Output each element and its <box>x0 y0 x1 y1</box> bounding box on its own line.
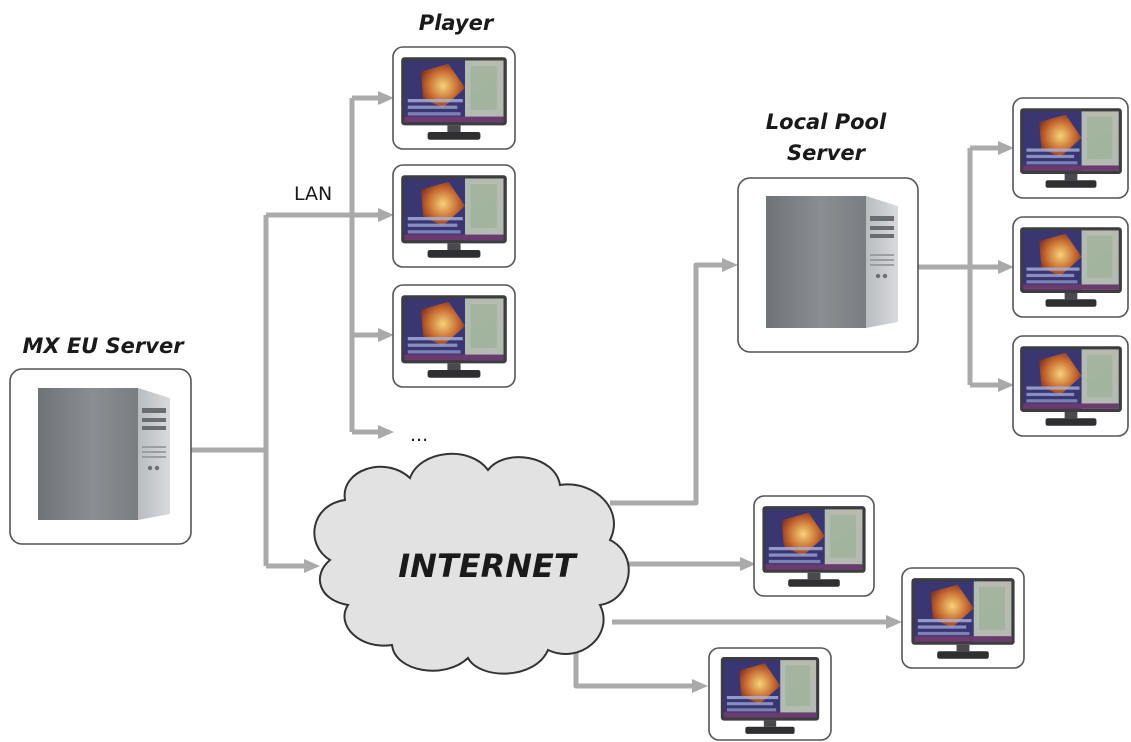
internet-cloud: INTERNET <box>313 452 630 675</box>
player-node <box>392 164 516 268</box>
arrowhead <box>378 425 394 439</box>
internet-label: INTERNET <box>398 547 578 585</box>
arrowhead <box>740 557 756 571</box>
player-node <box>901 567 1025 669</box>
server-tower-icon <box>766 196 898 328</box>
link-internet-player-c <box>573 652 694 689</box>
link-internet-to-pool <box>610 262 724 506</box>
more-players-ellipsis: ... <box>410 424 428 446</box>
arrowhead <box>378 208 394 222</box>
arrowhead <box>998 378 1014 392</box>
arrowhead <box>998 141 1014 155</box>
arrowhead <box>378 328 394 342</box>
arrowhead <box>886 615 902 629</box>
local-pool-server-label-line2: Server <box>787 141 867 165</box>
arrowhead <box>998 260 1014 274</box>
arrowhead <box>692 679 708 693</box>
arrowhead <box>378 91 394 105</box>
connections <box>190 91 1014 693</box>
player-node <box>708 647 832 741</box>
player-label: Player <box>419 11 495 35</box>
local-pool-server-node: Local Pool Server <box>737 110 919 353</box>
player-node <box>753 495 875 597</box>
arrowhead <box>722 258 738 272</box>
local-pool-server-label-line1: Local Pool <box>766 110 887 134</box>
player-node <box>1012 97 1129 199</box>
mx-eu-server-node: MX EU Server <box>9 334 192 545</box>
player-node <box>1012 335 1129 437</box>
player-node <box>1012 216 1129 318</box>
arrowhead <box>304 559 320 573</box>
player-node <box>392 46 516 150</box>
player-node <box>392 284 516 388</box>
server-tower-icon <box>38 388 170 520</box>
mx-eu-server-label: MX EU Server <box>22 334 185 358</box>
lan-label: LAN <box>294 183 332 205</box>
